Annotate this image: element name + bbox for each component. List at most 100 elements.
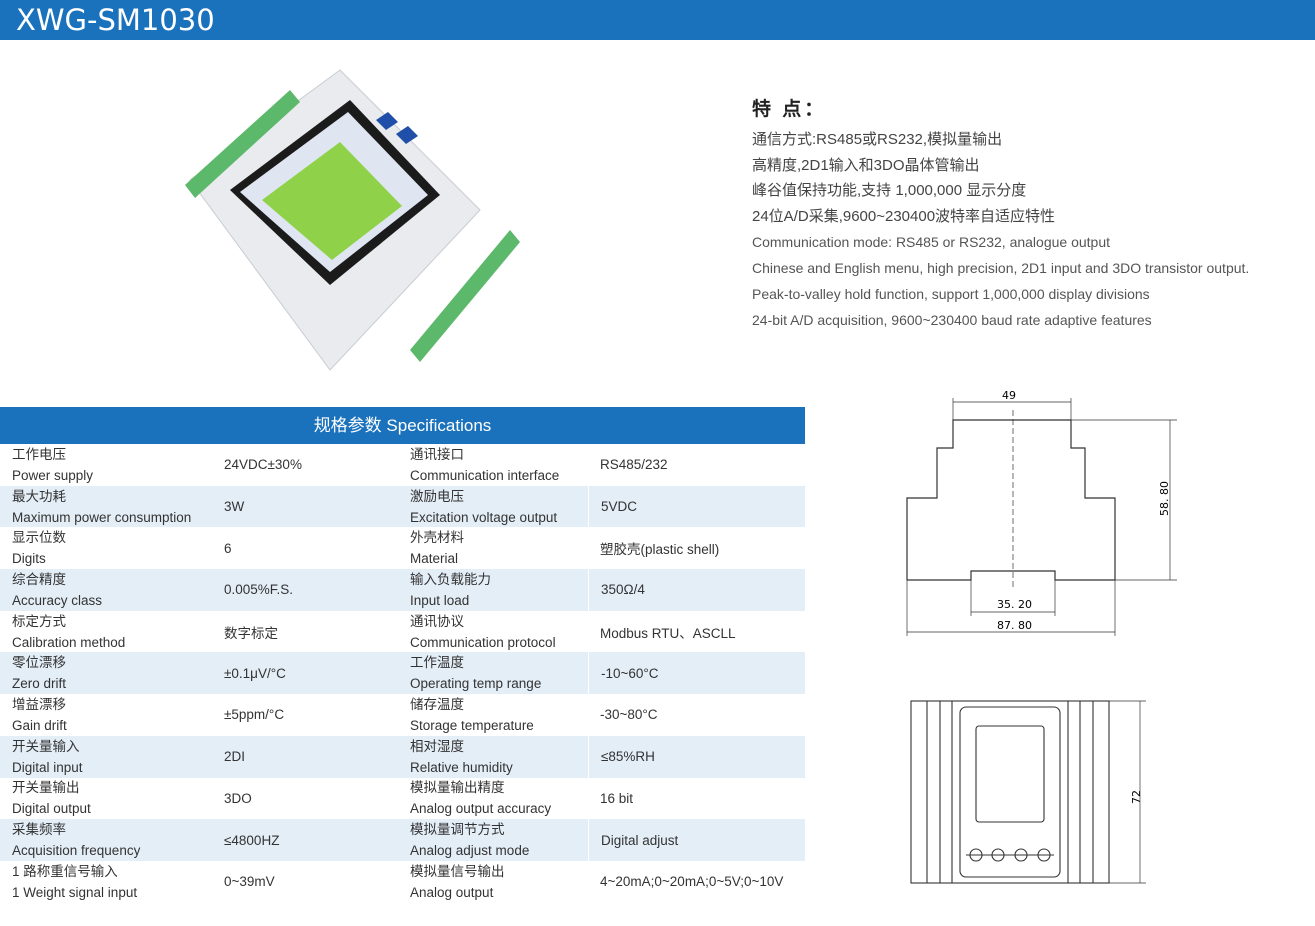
param-value: 0~39mV: [224, 874, 275, 890]
feature-cn-3: 峰谷值保持功能,支持 1,000,000 显示分度: [752, 182, 1027, 200]
param-en: Operating temp range: [410, 676, 542, 692]
param-cn: 标定方式: [12, 613, 66, 629]
feature-en-3: Peak-to-valley hold function, support 1,…: [752, 286, 1150, 303]
features-title: 特 点：: [752, 99, 827, 120]
param-value: -30~80°C: [600, 707, 658, 723]
param-label: 1 路称重信号输入 1 Weight signal input: [0, 861, 212, 903]
title-bar: XWG-SM1030: [0, 0, 1315, 40]
param-value: 350Ω/4: [588, 569, 805, 611]
param-value: 塑胶壳(plastic shell): [600, 542, 720, 558]
param-value: -10~60°C: [588, 652, 805, 695]
feature-cn-2: 高精度,2D1输入和3DO晶体管输出: [752, 156, 980, 174]
param-value: 2DI: [224, 749, 246, 765]
param-label: 零位漂移 Zero drift: [0, 652, 212, 694]
param-cn: 增益漂移: [12, 696, 66, 712]
param-value: Digital adjust: [588, 819, 805, 861]
param-label: 最大功耗 Maximum power consumption: [0, 486, 212, 528]
param-cn: 外壳材料: [410, 530, 464, 546]
feature-en-2: Chinese and English menu, high precision…: [752, 260, 1250, 277]
feature-en-4: 24-bit A/D acquisition, 9600~230400 baud…: [752, 312, 1152, 329]
dim-total: 87. 80: [997, 619, 1032, 632]
features-section: 特 点： 通信方式:RS485或RS232,模拟量输出 高精度,2D1输入和3D…: [752, 94, 1249, 333]
param-cn: 通讯协议: [410, 613, 464, 629]
param-cn: 1 路称重信号输入: [12, 863, 118, 879]
param-label: 模拟量调节方式 Analog adjust mode: [408, 819, 588, 861]
param-cn: 工作电压: [12, 446, 66, 462]
param-en: Relative humidity: [410, 759, 513, 775]
param-label: 增益漂移 Gain drift: [0, 694, 212, 736]
dim-inner: 35. 20: [997, 598, 1032, 611]
param-value: ≤4800HZ: [224, 832, 280, 848]
param-value: 5VDC: [588, 485, 805, 528]
param-en: Analog output: [410, 884, 494, 900]
param-en: 1 Weight signal input: [12, 884, 138, 900]
feature-cn-1: 通信方式:RS485或RS232,模拟量输出: [752, 131, 1003, 148]
param-value: ±5ppm/°C: [224, 707, 285, 723]
param-cn: 储存温度: [410, 696, 464, 712]
param-en: Calibration method: [12, 634, 126, 650]
param-value: 4~20mA;0~20mA;0~5V;0~10V: [600, 874, 784, 890]
side-dimension-drawing: 49 58. 80 35. 20 87. 80: [906, 389, 1177, 636]
param-value: 16 bit: [600, 790, 634, 806]
param-label: 标定方式 Calibration method: [0, 611, 212, 653]
param-cn: 模拟量调节方式: [410, 822, 505, 838]
param-value: 数字标定: [224, 625, 278, 641]
param-cn: 综合精度: [12, 571, 66, 587]
param-en: Input load: [410, 592, 470, 608]
param-en: Communication interface: [410, 467, 560, 483]
table-row: 开关量输入 Digital input 2DI 相对湿度 Relative humi…: [0, 735, 805, 778]
param-en: Analog output accuracy: [410, 801, 552, 817]
dim-height: 58. 80: [1158, 481, 1171, 516]
product-title: XWG-SM1030: [16, 3, 215, 37]
param-cn: 最大功耗: [12, 488, 66, 504]
param-en: Excitation voltage output: [410, 509, 558, 525]
param-en: Zero drift: [12, 676, 67, 692]
param-cn: 模拟量输出精度: [410, 780, 505, 796]
param-value: ≤85%RH: [588, 735, 805, 778]
terminal-block-right: [410, 230, 520, 362]
param-cn: 工作温度: [410, 655, 464, 671]
feature-en-1: Communication mode: RS485 or RS232, anal…: [752, 234, 1110, 251]
param-value: 24VDC±30%: [224, 457, 302, 473]
param-en: Material: [410, 551, 459, 567]
param-en: Digital output: [12, 801, 91, 817]
param-label: 激励电压 Excitation voltage output: [408, 486, 588, 528]
param-label: 开关量输入 Digital input: [0, 736, 212, 778]
param-value: Modbus RTU、ASCLL: [600, 625, 736, 641]
param-label: 综合精度 Accuracy class: [0, 569, 212, 611]
param-en: Gain drift: [12, 717, 67, 733]
param-label: 工作温度 Operating temp range: [408, 652, 588, 694]
param-label: 外壳材料 Material: [408, 527, 588, 569]
param-value: 3DO: [224, 790, 252, 806]
param-cn: 通讯接口: [410, 446, 464, 462]
param-cn: 激励电压: [410, 488, 464, 504]
param-en: Maximum power consumption: [12, 509, 192, 525]
param-cn: 采集频率: [12, 822, 66, 838]
param-cn: 输入负载能力: [410, 571, 491, 587]
param-en: Digits: [12, 551, 46, 567]
table-row: 1 路称重信号输入 1 Weight signal input 0~39mV 模拟…: [0, 861, 805, 903]
param-en: Accuracy class: [12, 592, 103, 608]
dim-width: 49: [1002, 389, 1016, 402]
param-en: Digital input: [12, 759, 83, 775]
param-cn: 开关量输入: [12, 738, 80, 754]
dim-front-height: 72: [1130, 790, 1143, 804]
param-cn: 相对湿度: [410, 738, 464, 754]
param-cn: 零位漂移: [12, 655, 66, 671]
param-en: Analog adjust mode: [410, 843, 530, 859]
table-header: 规格参数 Specifications: [0, 407, 805, 444]
feature-cn-4: 24位A/D采集,9600~230400波特率自适应特性: [752, 207, 1056, 225]
